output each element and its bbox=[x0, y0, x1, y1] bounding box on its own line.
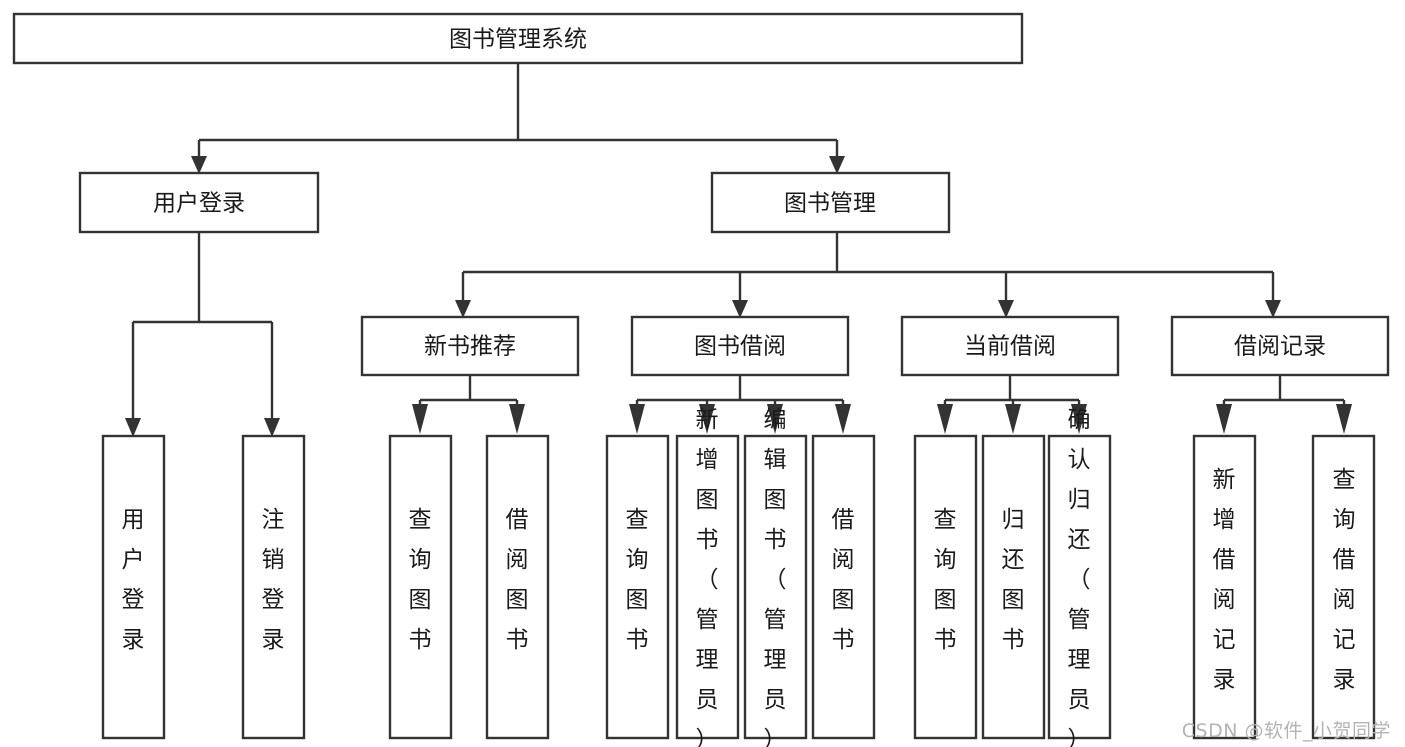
arrow-head-icon bbox=[412, 404, 428, 434]
arrow-head-icon bbox=[767, 404, 783, 434]
arrow-head-icon bbox=[699, 404, 715, 434]
leaf-box bbox=[241, 434, 306, 740]
leaf-node-book-borrow-3[interactable]: 编辑图书（管理员） bbox=[743, 407, 808, 747]
leaf-label-vertical: 查询图书 bbox=[934, 507, 957, 653]
leaf-label-vertical: 查询借阅记录 bbox=[1333, 467, 1356, 693]
node-current-borrow[interactable]: 当前借阅 bbox=[900, 315, 1120, 377]
leaf-box bbox=[388, 434, 453, 740]
arrow-head-icon bbox=[1216, 404, 1232, 434]
leaf-box bbox=[101, 434, 166, 740]
leaf-box bbox=[981, 434, 1046, 740]
arrow-head-icon bbox=[937, 404, 953, 434]
node-user-login-label: 用户登录 bbox=[153, 191, 245, 217]
arrow-head-icon bbox=[732, 300, 748, 318]
arrow-head-icon bbox=[455, 300, 471, 318]
leaf-label-vertical: 新增借阅记录 bbox=[1213, 467, 1236, 693]
arrow-head-icon bbox=[829, 156, 845, 174]
leaf-node-borrow-record-1[interactable]: 新增借阅记录 bbox=[1192, 434, 1257, 740]
leaf-box bbox=[485, 434, 550, 740]
node-book-management[interactable]: 图书管理 bbox=[710, 171, 951, 234]
leaf-node-book-borrow-4[interactable]: 借阅图书 bbox=[811, 434, 876, 740]
leaf-box bbox=[1047, 434, 1112, 740]
leaf-node-borrow-record-2[interactable]: 查询借阅记录 bbox=[1311, 434, 1376, 740]
arrow-head-icon bbox=[835, 404, 851, 434]
node-current-borrow-label: 当前借阅 bbox=[964, 334, 1056, 360]
leaf-label-vertical: 用户登录 bbox=[122, 507, 145, 653]
arrow-head-icon bbox=[1336, 404, 1352, 434]
connector-group-root-to-level2 bbox=[191, 63, 845, 174]
node-root-label: 图书管理系统 bbox=[449, 27, 587, 53]
leaf-label-vertical: 查询图书 bbox=[626, 507, 649, 653]
leaf-label-vertical: 编辑图书（管理员） bbox=[764, 407, 787, 747]
leaf-node-book-borrow-2[interactable]: 新增图书（管理员） bbox=[675, 407, 740, 747]
arrow-head-icon bbox=[264, 418, 280, 437]
arrow-head-icon bbox=[629, 404, 645, 434]
node-borrow-record[interactable]: 借阅记录 bbox=[1170, 315, 1390, 377]
leaf-label-vertical: 新增图书（管理员） bbox=[696, 407, 719, 747]
leaf-box bbox=[811, 434, 876, 740]
leaf-node-current-borrow-1[interactable]: 查询图书 bbox=[913, 434, 978, 740]
leaf-label-vertical: 借阅图书 bbox=[506, 507, 529, 653]
node-new-book-recommend-box bbox=[360, 315, 580, 377]
node-book-borrow-label: 图书借阅 bbox=[694, 334, 786, 360]
node-book-borrow-box bbox=[630, 315, 850, 377]
connector-group-userlogin-to-leaves bbox=[125, 232, 280, 437]
leaf-node-book-borrow-1[interactable]: 查询图书 bbox=[605, 434, 670, 740]
arrow-head-icon bbox=[1071, 404, 1087, 434]
node-book-borrow[interactable]: 图书借阅 bbox=[630, 315, 850, 377]
leaf-node-current-borrow-2[interactable]: 归还图书 bbox=[981, 434, 1046, 740]
leaf-label-vertical: 归还图书 bbox=[1002, 507, 1025, 653]
leaf-box bbox=[675, 434, 740, 740]
leaf-node-current-borrow-3[interactable]: 确认归还（管理员） bbox=[1047, 407, 1112, 747]
leaf-box bbox=[743, 434, 808, 740]
node-root-system[interactable]: 图书管理系统 bbox=[12, 12, 1024, 65]
node-book-management-label: 图书管理 bbox=[784, 191, 876, 217]
node-borrow-record-box bbox=[1170, 315, 1390, 377]
connector-group-borrowrecord-to-leaves bbox=[1216, 375, 1352, 434]
arrow-head-icon bbox=[1005, 404, 1021, 434]
node-user-login[interactable]: 用户登录 bbox=[78, 171, 320, 234]
leaf-node-user-login-2[interactable]: 注销登录 bbox=[241, 434, 306, 740]
leaf-node-new-book-1[interactable]: 查询图书 bbox=[388, 434, 453, 740]
connector-group-bookmgmt-to-level3 bbox=[455, 232, 1281, 318]
node-user-login-box bbox=[78, 171, 320, 234]
leaf-box bbox=[605, 434, 670, 740]
arrow-head-icon bbox=[509, 404, 525, 434]
leaf-label-vertical: 确认归还（管理员） bbox=[1068, 407, 1091, 747]
node-root-box bbox=[12, 12, 1024, 65]
node-new-book-recommend-label: 新书推荐 bbox=[424, 334, 516, 360]
arrow-head-icon bbox=[998, 300, 1014, 318]
leaf-label-vertical: 查询图书 bbox=[409, 507, 432, 653]
leaf-box bbox=[1311, 434, 1376, 740]
arrow-head-icon bbox=[1265, 300, 1281, 318]
leaf-label-vertical: 借阅图书 bbox=[832, 507, 855, 653]
arrow-head-icon bbox=[125, 418, 141, 437]
node-new-book-recommend[interactable]: 新书推荐 bbox=[360, 315, 580, 377]
connector-group-currentborrow-to-leaves bbox=[937, 375, 1087, 434]
node-borrow-record-label: 借阅记录 bbox=[1234, 334, 1326, 360]
leaf-label-vertical: 注销登录 bbox=[262, 507, 285, 653]
leaf-node-new-book-2[interactable]: 借阅图书 bbox=[485, 434, 550, 740]
leaf-node-user-login-1[interactable]: 用户登录 bbox=[101, 434, 166, 740]
arrow-head-icon bbox=[191, 156, 207, 174]
node-book-management-box bbox=[710, 171, 951, 234]
connector-group-bookborrow-to-leaves bbox=[629, 375, 851, 434]
connector-group-newbook-to-leaves bbox=[412, 375, 525, 434]
node-current-borrow-box bbox=[900, 315, 1120, 377]
leaf-box bbox=[1192, 434, 1257, 740]
leaf-box bbox=[913, 434, 978, 740]
